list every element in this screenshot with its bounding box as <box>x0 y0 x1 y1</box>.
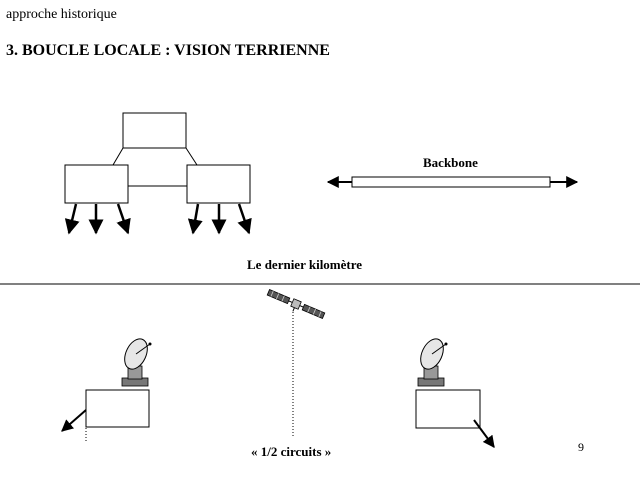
satellite-dish-icon <box>121 338 152 387</box>
last-km-label: Le dernier kilomètre <box>247 257 363 272</box>
backbone-bar <box>351 176 551 188</box>
right-node-box <box>186 164 251 204</box>
arrow-icon <box>64 203 80 235</box>
arrow-icon <box>61 409 87 432</box>
top-node-box <box>122 112 187 149</box>
section-label: approche historique <box>6 7 117 22</box>
link-top-right <box>185 147 198 166</box>
right-ground-station <box>415 338 495 448</box>
backbone-label: Backbone <box>423 155 478 170</box>
left-station-box <box>85 389 150 428</box>
arrow-icon <box>187 203 203 235</box>
subscriber-arrows <box>64 203 252 235</box>
link-top-left <box>112 147 124 166</box>
left-ground-station <box>61 338 152 442</box>
arrow-icon <box>473 419 495 448</box>
slide-title: 3. BOUCLE LOCALE : VISION TERRIENNE <box>6 42 330 59</box>
satellite-dish-icon <box>417 338 448 387</box>
satellite-icon <box>266 288 326 320</box>
left-node-box <box>64 164 129 204</box>
arrow-icon <box>116 203 131 235</box>
node-hierarchy <box>64 112 251 204</box>
arrow-icon <box>237 203 252 235</box>
backbone <box>326 176 579 188</box>
half-circuits-label: « 1/2 circuits » <box>251 444 332 459</box>
right-station-box <box>415 389 481 429</box>
page-number: 9 <box>578 440 584 454</box>
